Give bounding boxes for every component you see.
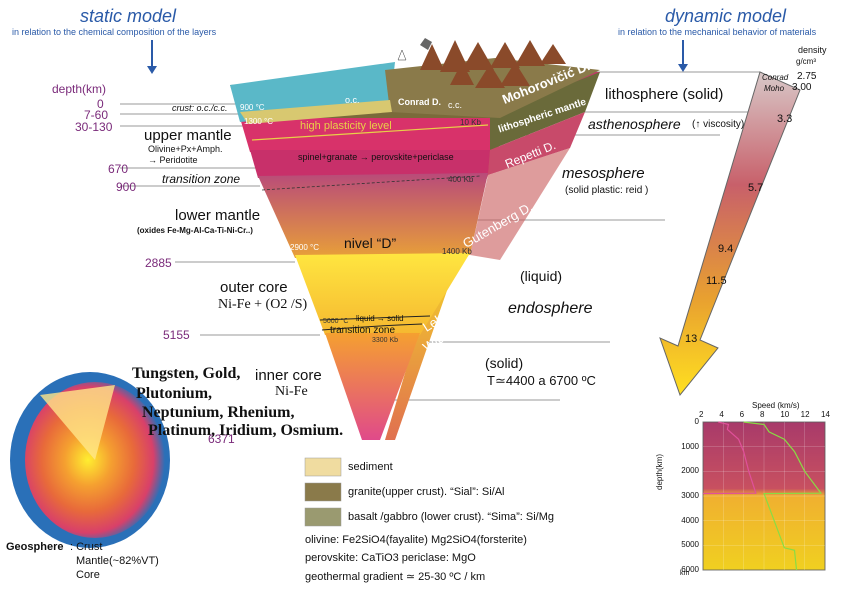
chart-x-tick: 8 [760,410,764,419]
pressure-10kb-label: 10 Kb [460,118,481,127]
density-value-2: 3.00 [792,82,811,93]
density-value-4: 5.7 [748,182,763,194]
chart-x-tick: 12 [801,410,810,419]
upper-mantle-composition-1: Olivine+Px+Amph. [148,144,223,154]
inner-core-composition: Ni-Fe [275,384,308,400]
density-moho-label: Moho [764,84,784,93]
metals-line-4: Platinum, Iridium, Osmium. [148,422,343,440]
transition-zone-label: transition zone [162,172,240,186]
temp-5000-label: 5000 °C [323,318,348,325]
density-value-1: 2.75 [797,71,816,82]
legend-basalt: basalt /gabbro (lower crust). “Sima”: Si… [348,511,554,523]
depth-30-130: 30-130 [75,120,112,134]
dynamic-model-subtitle: in relation to the mechanical behavior o… [618,27,816,37]
legend-gradient: geothermal gradient ≃ 25-30 ºC / km [305,570,485,583]
temp-1300-label: 1300 °C [244,117,273,126]
lower-mantle-label: lower mantle [175,207,260,224]
outer-core-composition: Ni-Fe + (O2 /S) [218,297,307,313]
upper-mantle-composition-2: → Peridotite [148,155,198,165]
chart-y-tick: 6000 [673,565,699,574]
outer-core-label: outer core [220,279,288,296]
density-unit: g/cm³ [796,57,816,66]
legend-granite: granite(upper crust). “Sial”: Si/Al [348,486,505,498]
legend-olivine: olivine: Fe2SiO4(fayalite) Mg2SiO4(forst… [305,534,527,546]
chart-y-tick: 5000 [673,540,699,549]
chart-y-tick: 2000 [673,466,699,475]
sediment-swatch [305,458,341,476]
basalt-swatch [305,508,341,526]
density-value-6: 11.5 [706,275,727,287]
geosphere-title: Geosphere [6,541,63,553]
endosphere-label: endosphere [508,300,593,318]
pressure-3300kb-label: 3300 Kb [372,337,398,344]
lower-mantle-composition: (oxides Fe-Mg-Al-Ca-Ti-Ni-Cr..) [137,226,253,235]
conrad-discontinuity-label: Conrad D. [398,97,441,107]
velocity-chart-ylabel: depth(km) [655,454,664,490]
density-value-7: 13 [685,333,697,345]
liquid-solid-label: liquid → solid [356,314,404,323]
chart-x-tick: 6 [740,410,744,419]
asthenosphere-label: asthenosphere [588,116,681,132]
static-model-title: static model [80,6,176,27]
inner-core-temp-label: T≃4400 a 6700 ºC [487,373,596,389]
liquid-label: (liquid) [520,268,562,284]
chart-y-tick: 4000 [673,516,699,525]
solid-label: (solid) [485,355,523,371]
inner-transition-label: transition zone [330,325,395,336]
metals-line-1: Tungsten, Gold, [132,365,240,383]
pressure-400kb-label: 400 Kb [448,175,473,184]
dynamic-model-title: dynamic model [665,6,786,27]
depth-5155: 5155 [163,328,190,342]
temp-2900-label: 2900 °C [290,243,319,252]
nivel-d-label: nivel “D” [344,235,396,251]
high-plasticity-label: high plasticity level [300,120,392,132]
legend-sediment: sediment [348,461,393,473]
legend-perovskite: perovskite: CaTiO3 periclase: MgO [305,552,476,564]
geosphere-crust: : Crust [70,541,102,553]
geosphere-mantle: Mantle(~82%VT) [76,555,159,567]
depth-900: 900 [116,180,136,194]
chart-y-tick: 0 [673,417,699,426]
chart-x-tick: 2 [699,410,703,419]
asthenosphere-note: (↑ viscosity) [692,119,744,130]
chart-x-tick: 14 [821,410,830,419]
spinel-transition-label: spinel+granate → perovskite+periclase [298,152,454,162]
depth-2885: 2885 [145,256,172,270]
velocity-chart-title: Speed (km/s) [752,401,800,410]
density-conrad-label: Conrad [762,73,788,82]
chart-x-tick: 10 [780,410,789,419]
mesosphere-note: (solid plastic: reid ) [565,185,648,196]
inner-core-label: inner core [255,367,322,384]
depth-670: 670 [108,162,128,176]
density-title: density [798,45,827,55]
static-model-subtitle: in relation to the chemical composition … [12,27,216,37]
geosphere-core: Core [76,569,100,581]
chart-x-tick: 4 [719,410,723,419]
metals-line-2: Plutonium, [136,385,212,403]
crust-label: crust: o.c./c.c. [172,103,228,113]
lithosphere-label: lithosphere (solid) [605,86,723,103]
granite-swatch [305,483,341,501]
continental-crust-label: c.c. [448,100,462,110]
chart-y-tick: 3000 [673,491,699,500]
oceanic-crust-label: o.c. [345,95,360,105]
upper-mantle-label: upper mantle [144,127,232,144]
density-value-3: 3.3 [777,113,792,125]
mesosphere-label: mesosphere [562,165,645,182]
temp-900-label: 900 °C [240,103,265,112]
metals-line-3: Neptunium, Rhenium, [142,404,294,422]
chart-y-tick: 1000 [673,442,699,451]
density-value-5: 9.4 [718,243,733,255]
depth-axis-label: depth(km) [52,82,106,96]
